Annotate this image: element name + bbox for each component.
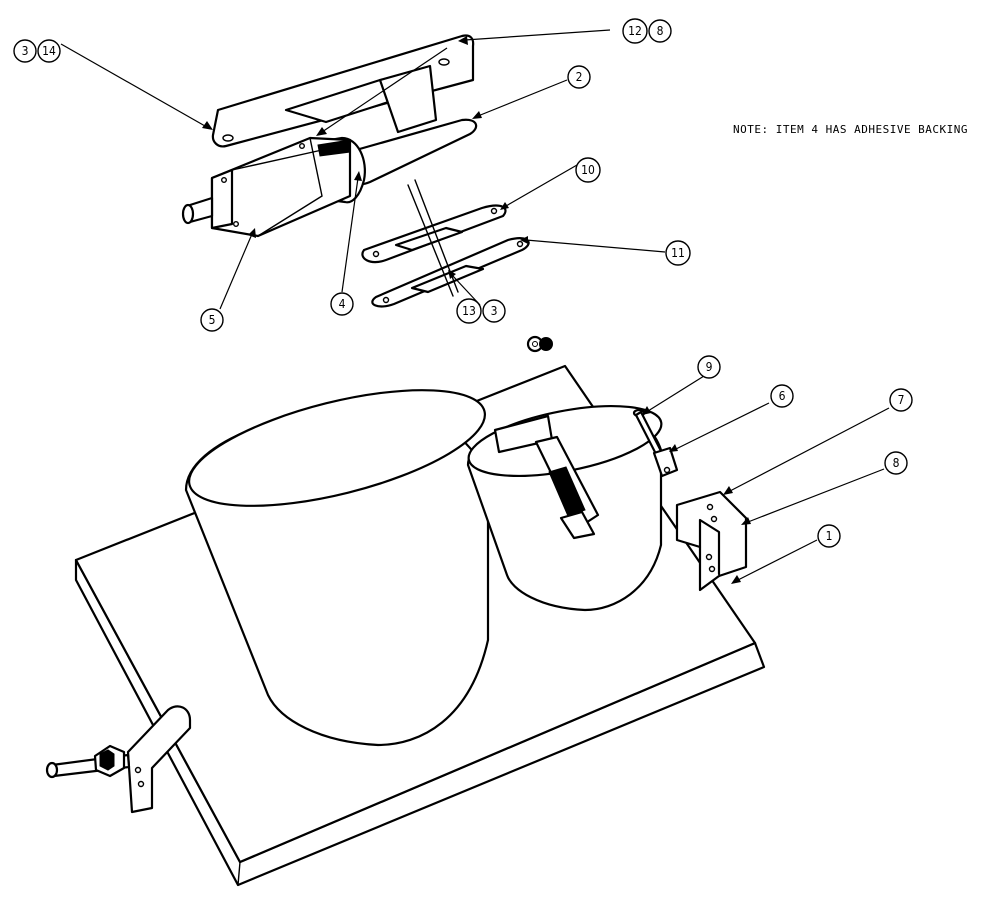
balloon-5: 5 (200, 308, 224, 332)
actuator-motor (181, 136, 366, 238)
balloon-number: 7 (898, 393, 905, 407)
balloon-1: 1 (817, 524, 841, 548)
balloon-number: 8 (893, 456, 900, 470)
balloon-number: 11 (671, 246, 685, 260)
small-nut (526, 335, 553, 353)
balloon-number: 9 (706, 360, 713, 374)
balloon-number: 5 (209, 313, 216, 327)
balloon-number: 13 (462, 304, 476, 318)
balloon-12-8: 12 8 (622, 18, 672, 44)
balloon-number: 4 (339, 297, 346, 311)
gasket-upper (361, 204, 507, 264)
backplate (348, 118, 478, 186)
balloon-7: 7 (889, 388, 913, 412)
note-text: NOTE: ITEM 4 HAS ADHESIVE BACKING (733, 123, 968, 136)
balloon-10: 10 (575, 157, 601, 183)
balloon-number: 8 (657, 24, 664, 38)
balloon-number: 14 (42, 44, 56, 58)
balloon-2: 2 (567, 65, 591, 89)
balloon-6: 6 (770, 384, 794, 408)
right-bracket (675, 490, 748, 592)
leader-lines (60, 29, 890, 584)
mounting-bracket (211, 34, 475, 148)
small-duct (466, 405, 663, 612)
balloon-4: 4 (330, 292, 354, 316)
balloon-number: 3 (22, 44, 29, 58)
pin-and-spacer (632, 408, 679, 478)
balloon-11: 11 (665, 240, 691, 266)
large-duct (184, 389, 490, 747)
balloon-number: 2 (576, 70, 583, 84)
balloon-8: 8 (884, 451, 908, 475)
balloon-9: 9 (697, 355, 721, 379)
balloon-number: 3 (491, 304, 498, 318)
left-bracket-bolt (45, 705, 192, 814)
balloon-3-14: 3 14 (13, 39, 61, 63)
balloon-number: 10 (581, 163, 595, 177)
balloon-number: 12 (628, 24, 642, 38)
balloon-number: 6 (779, 389, 786, 403)
balloon-number: 1 (826, 529, 833, 543)
balloon-13-3: 13 3 (456, 298, 506, 324)
